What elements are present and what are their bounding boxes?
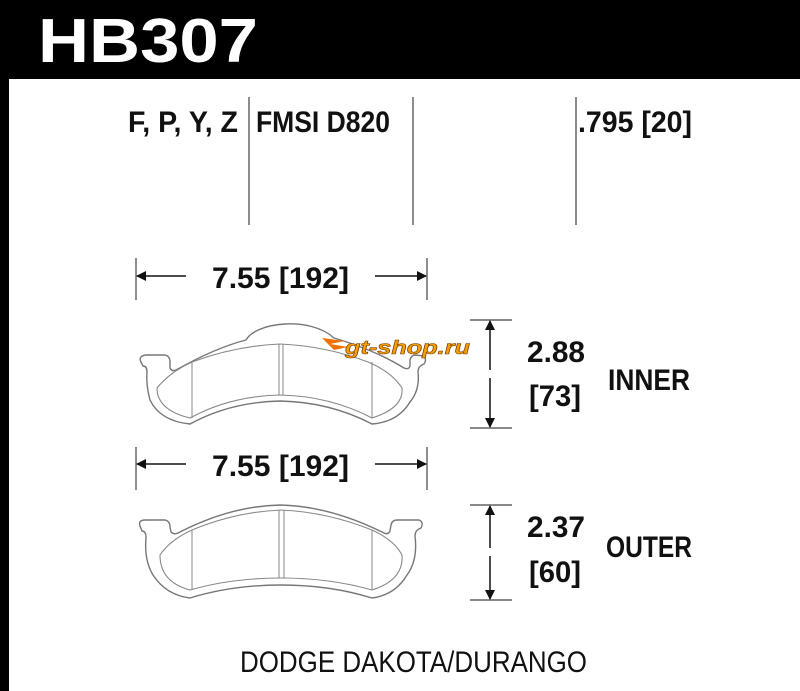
watermark-text: gt-shop.ru	[344, 338, 471, 359]
outer-side-label: OUTER	[606, 531, 692, 564]
pad-thickness: .795 [20]	[578, 106, 692, 139]
compound-codes: F, P, Y, Z	[128, 106, 238, 139]
left-border	[0, 0, 9, 691]
inner-height-label: 2.88	[527, 336, 585, 369]
outer-height-metric: [60]	[529, 556, 581, 589]
fmsi-number: FMSI D820	[256, 106, 390, 139]
inner-height-metric: [73]	[529, 380, 581, 413]
outer-pad-drawing	[138, 504, 423, 599]
inner-side-label: INNER	[608, 364, 690, 397]
header-bar	[0, 0, 800, 79]
watermark-logo: gt-shop.ru	[322, 338, 471, 359]
inner-width-label: 7.55 [192]	[212, 262, 349, 295]
outer-width-label: 7.55 [192]	[212, 450, 349, 483]
outer-width-dimension: 7.55 [192]	[135, 447, 428, 490]
outer-height-label: 2.37	[527, 511, 585, 544]
vehicle-application: DODGE DAKOTA/DURANGO	[240, 646, 587, 679]
outer-height-dimension: 2.37 [60] OUTER	[470, 504, 692, 601]
inner-width-dimension: 7.55 [192]	[135, 258, 428, 300]
inner-pad-drawing	[139, 323, 427, 425]
part-number: HB307	[38, 7, 258, 76]
inner-height-dimension: 2.88 [73] INNER	[470, 319, 690, 429]
